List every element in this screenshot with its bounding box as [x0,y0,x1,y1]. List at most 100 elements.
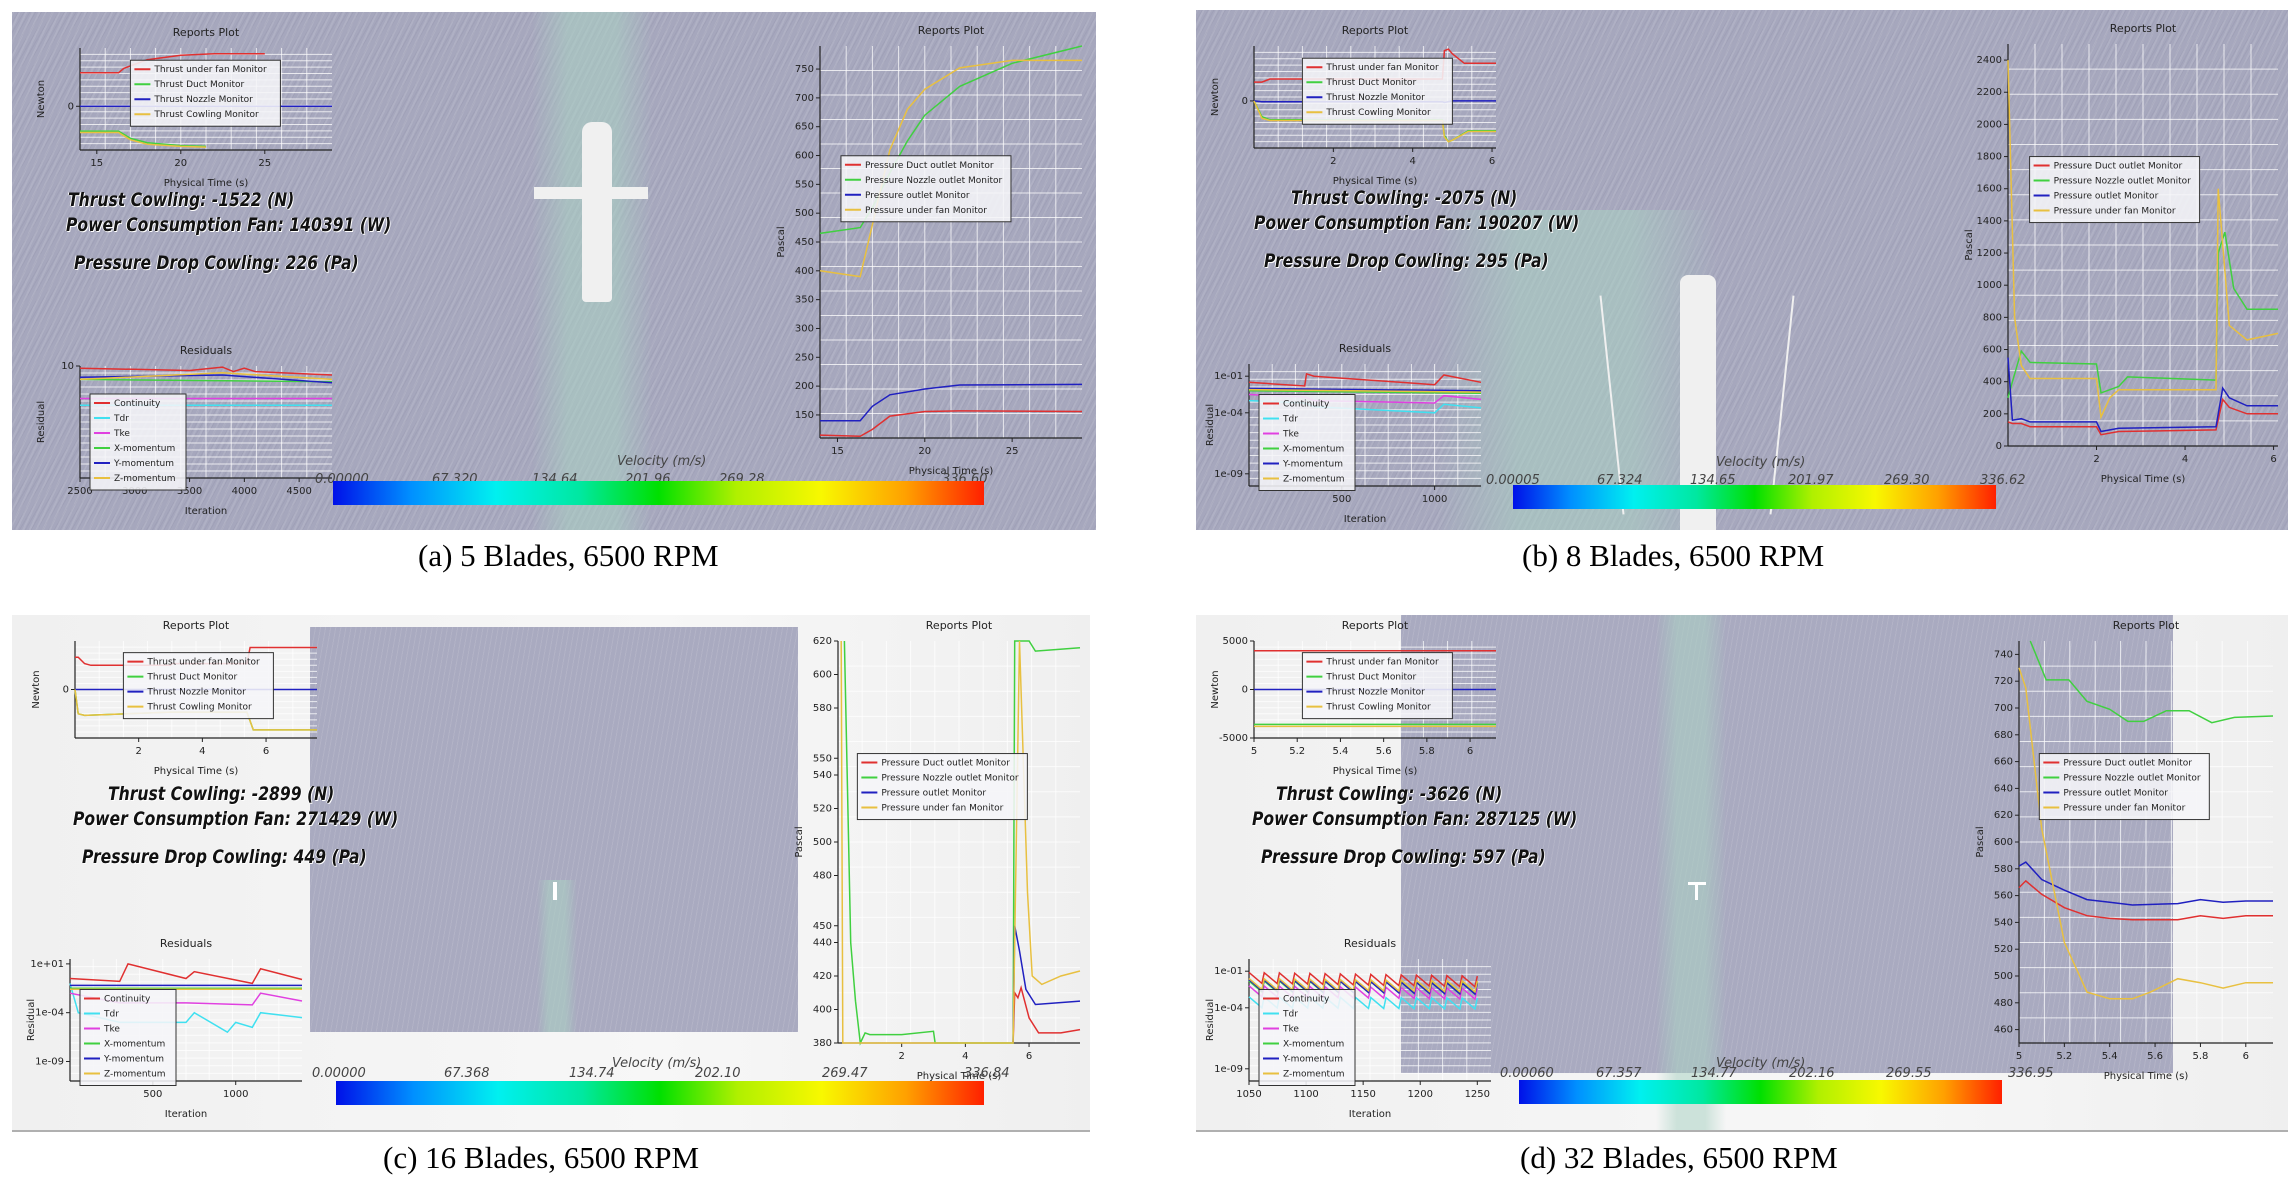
svg-text:2: 2 [135,746,141,757]
colorbar-tick: 0.00005 [1486,473,1540,488]
svg-text:1100: 1100 [1293,1089,1318,1100]
jet-plume [1436,210,1716,530]
colorbar-tick: 269.55 [1886,1066,1932,1081]
svg-text:500: 500 [1994,971,2013,982]
svg-text:1e-04: 1e-04 [1214,1003,1243,1014]
svg-text:4: 4 [1410,156,1416,167]
svg-text:750: 750 [795,64,814,75]
caption-b: (b) 8 Blades, 6500 RPM [1522,538,1825,573]
svg-text:20: 20 [174,158,187,169]
svg-text:450: 450 [795,237,814,248]
legend [1301,57,1453,125]
velocity-colorbar [1519,1080,2002,1104]
svg-text:15: 15 [90,158,103,169]
svg-text:1e-09: 1e-09 [1214,1064,1243,1075]
colorbar-title: Velocity (m/s) [617,454,707,469]
series-line [1012,985,1081,1044]
x-axis-label: Iteration [1349,1109,1391,1120]
colorbar-tick: 134.77 [1691,1066,1737,1081]
svg-text:460: 460 [1994,1025,2013,1036]
legend-entry: Thrust under fan Monitor [1325,658,1439,668]
svg-text:650: 650 [795,122,814,133]
svg-text:1200: 1200 [1407,1089,1432,1100]
legend [2029,156,2201,224]
svg-text:500: 500 [1332,494,1351,505]
legend-entry: X-momentum [1283,445,1344,455]
svg-text:540: 540 [813,770,832,781]
legend-entry: Thrust Cowling Monitor [1325,703,1431,713]
stat-thrust-cowling: Thrust Cowling: -2075 (N) [1291,187,1518,209]
legend-entry: Pressure Duct outlet Monitor [2063,759,2192,769]
colorbar-tick: 0.00000 [312,1066,366,1081]
legend-entry: Tke [113,429,130,439]
colorbar-tick: 134.65 [1690,473,1736,488]
svg-text:480: 480 [813,871,832,882]
svg-text:800: 800 [1983,312,2002,323]
series-line [2018,879,2273,921]
stat-thrust-cowling: Thrust Cowling: -3626 (N) [1276,783,1503,805]
caption-d: (d) 32 Blades, 6500 RPM [1520,1140,1838,1175]
series-line [1253,100,1496,143]
colorbar-tick: 67.368 [444,1066,490,1081]
x-axis-label: Physical Time (s) [917,1071,1002,1082]
svg-text:400: 400 [1983,377,2002,388]
series-line [1254,48,1496,83]
legend-entry: Continuity [104,995,151,1005]
legend-entry: Pressure under fan Monitor [865,206,987,216]
series-line [1248,387,1482,392]
svg-text:500: 500 [143,1089,162,1100]
caption-a: (a) 5 Blades, 6500 RPM [418,538,719,573]
legend-entry: Tdr [113,414,129,424]
legend-entry: Pressure Nozzle outlet Monitor [2063,774,2201,784]
svg-text:600: 600 [1994,837,2013,848]
svg-text:540: 540 [1994,917,2013,928]
fan-geometry-hub [1695,882,1698,900]
svg-text:150: 150 [795,410,814,421]
svg-text:0: 0 [68,101,74,112]
series-line [80,130,207,148]
svg-text:1150: 1150 [1350,1089,1375,1100]
series-line [1248,971,1479,989]
legend [1258,989,1356,1086]
legend [79,989,177,1086]
svg-text:1e-04: 1e-04 [1214,408,1243,419]
y-axis-label: Pascal [776,226,787,257]
series-line [820,383,1083,422]
legend-entry: Pressure outlet Monitor [2063,789,2168,799]
x-axis-label: Physical Time (s) [154,766,239,777]
svg-text:1e-09: 1e-09 [35,1056,64,1067]
svg-text:2200: 2200 [1977,87,2002,98]
svg-text:20: 20 [918,446,931,457]
svg-text:200: 200 [795,381,814,392]
legend-entry: X-momentum [114,444,175,454]
y-axis-label: Newton [31,670,42,708]
y-axis-label: Pascal [1964,229,1975,260]
legend-entry: Pressure under fan Monitor [2063,804,2185,814]
svg-text:5: 5 [1251,746,1257,757]
chart-title: Residuals [1344,937,1396,950]
chart-title: Reports Plot [163,619,230,632]
svg-text:550: 550 [795,179,814,190]
svg-text:15: 15 [831,446,844,457]
svg-text:25: 25 [1006,446,1019,457]
y-axis-label: Residual [26,999,37,1041]
colorbar-tick: 336.95 [2008,1066,2054,1081]
svg-text:740: 740 [1994,649,2013,660]
svg-text:6: 6 [1467,746,1473,757]
colorbar-tick: 269.47 [822,1066,868,1081]
series-line [79,366,333,376]
legend-entry: Pressure under fan Monitor [881,804,1003,814]
svg-text:6: 6 [2243,1051,2249,1062]
legend-entry: Pressure Duct outlet Monitor [881,759,1010,769]
legend-entry: Pressure Nozzle outlet Monitor [881,774,1019,784]
